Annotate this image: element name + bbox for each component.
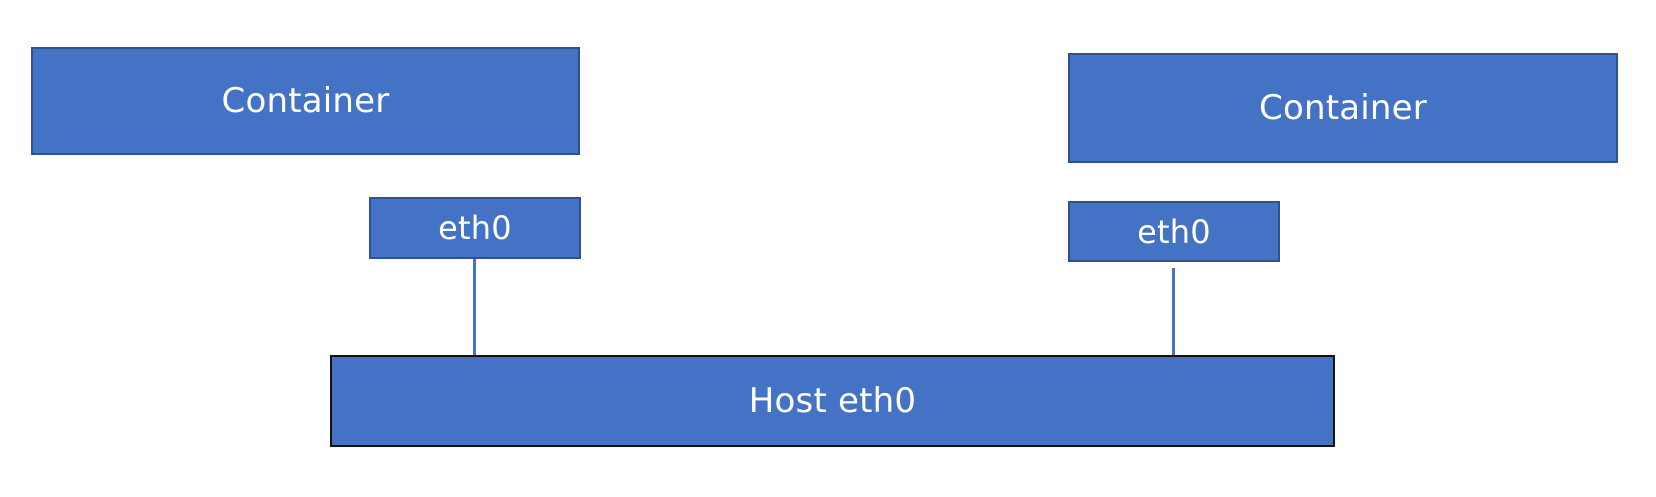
container-left-eth0: eth0	[369, 197, 581, 259]
host-eth0: Host eth0	[330, 355, 1335, 447]
container-right: Container	[1068, 53, 1618, 163]
container-right-label: Container	[1259, 88, 1427, 128]
container-left-label: Container	[221, 81, 390, 121]
container-left: Container	[31, 47, 580, 155]
container-right-eth0-label: eth0	[1137, 212, 1211, 251]
link-left	[473, 259, 476, 356]
host-eth0-label: Host eth0	[748, 381, 917, 421]
container-left-eth0-label: eth0	[438, 209, 512, 247]
link-right	[1172, 268, 1175, 358]
container-right-eth0: eth0	[1068, 201, 1280, 262]
